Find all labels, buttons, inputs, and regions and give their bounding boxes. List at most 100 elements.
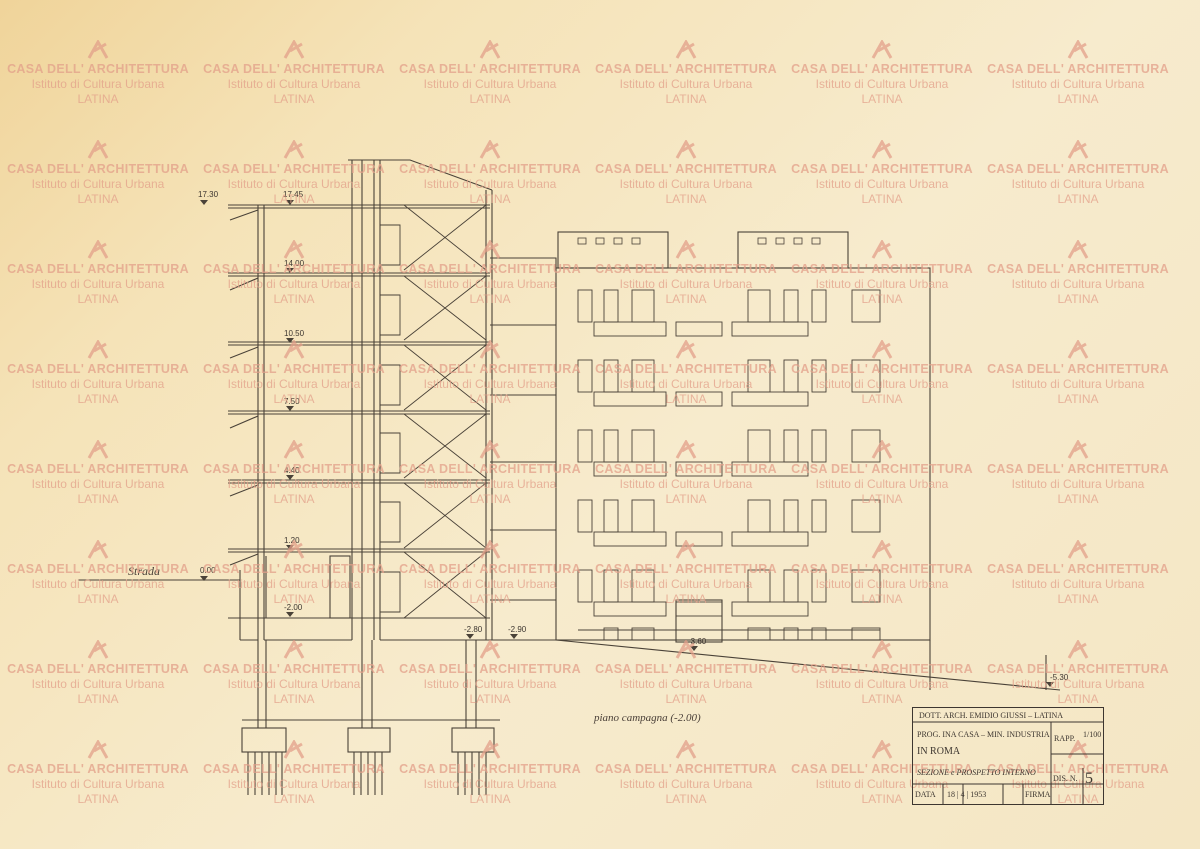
watermark-logo-icon [675, 740, 697, 759]
watermark-logo-icon [479, 740, 501, 759]
watermark-logo-icon [283, 540, 305, 559]
watermark-logo-icon [1067, 340, 1089, 359]
watermark-logo-icon [479, 240, 501, 259]
watermark-logo-icon [871, 540, 893, 559]
watermark-logo-icon [871, 40, 893, 59]
watermark-logo-icon [87, 40, 109, 59]
watermark-logo-icon [479, 440, 501, 459]
watermark-logo-icon [87, 640, 109, 659]
drawing-subject: SEZIONE e PROSPETTO INTERNO [917, 768, 1036, 777]
watermark-logo-icon [479, 540, 501, 559]
watermark-logo-icon [675, 240, 697, 259]
watermark-logo-icon [1067, 40, 1089, 59]
title-block-grid [913, 721, 1103, 804]
watermark-logo-icon [283, 640, 305, 659]
architect-name: DOTT. ARCH. EMIDIO GIUSSI – LATINA [919, 711, 1064, 720]
level-label: -5.30 [1050, 673, 1069, 682]
watermark-logo-icon [283, 140, 305, 159]
watermark-logo-icon [479, 140, 501, 159]
level-label: 4.40 [284, 466, 300, 475]
watermark-logo-icon [479, 640, 501, 659]
level-label: -2.00 [284, 603, 303, 612]
watermark-logo-icon [1067, 140, 1089, 159]
watermark-logo-icon [675, 40, 697, 59]
scale-value: 1/100 [1083, 730, 1102, 739]
watermark-logo-icon [87, 440, 109, 459]
watermark-logo-icon [675, 140, 697, 159]
watermark-logo-icon [1067, 240, 1089, 259]
scale-label: RAPP. [1054, 734, 1076, 743]
watermark-logo-icon [871, 240, 893, 259]
watermark-logo-icon [871, 640, 893, 659]
staircase [380, 204, 487, 619]
watermark-logo-icon [1067, 740, 1089, 759]
foundation-piles [241, 640, 500, 795]
watermark-logo-icon [283, 240, 305, 259]
watermark-logo-icon [675, 540, 697, 559]
watermark-logo-icon [675, 640, 697, 659]
level-label: -3.60 [688, 637, 707, 646]
watermark-logo-icon [87, 340, 109, 359]
elevation-windows [577, 289, 881, 641]
level-label: 14.00 [284, 259, 305, 268]
title-block: DOTT. ARCH. EMIDIO GIUSSI – LATINA PROG.… [912, 707, 1104, 805]
date-value: 18 | 4 | 1953 [947, 790, 987, 799]
watermark-logo-icon [675, 340, 697, 359]
roof-details [577, 237, 821, 245]
watermark-logo-icon [1067, 640, 1089, 659]
watermark-logo-icon [871, 340, 893, 359]
watermark-logo-icon [871, 740, 893, 759]
building-elevation [490, 231, 1061, 691]
watermark-logo-icon [87, 240, 109, 259]
building-section [78, 159, 560, 641]
date-label: DATA [915, 790, 936, 799]
level-label: -2.90 [508, 625, 527, 634]
level-label: 0.00 [200, 566, 216, 575]
watermark-logo-icon [871, 140, 893, 159]
watermark-logo-icon [871, 440, 893, 459]
level-label: 17.45 [283, 190, 304, 199]
drawing-number-label: DIS. N. [1053, 774, 1078, 783]
watermark-logo-icon [675, 440, 697, 459]
level-label: 17.30 [198, 190, 219, 199]
level-label: -2.80 [464, 625, 483, 634]
drawing-number: 5 [1085, 770, 1093, 787]
watermark-logo-icon [283, 340, 305, 359]
level-label: 10.50 [284, 329, 305, 338]
watermark-logo-icon [87, 740, 109, 759]
